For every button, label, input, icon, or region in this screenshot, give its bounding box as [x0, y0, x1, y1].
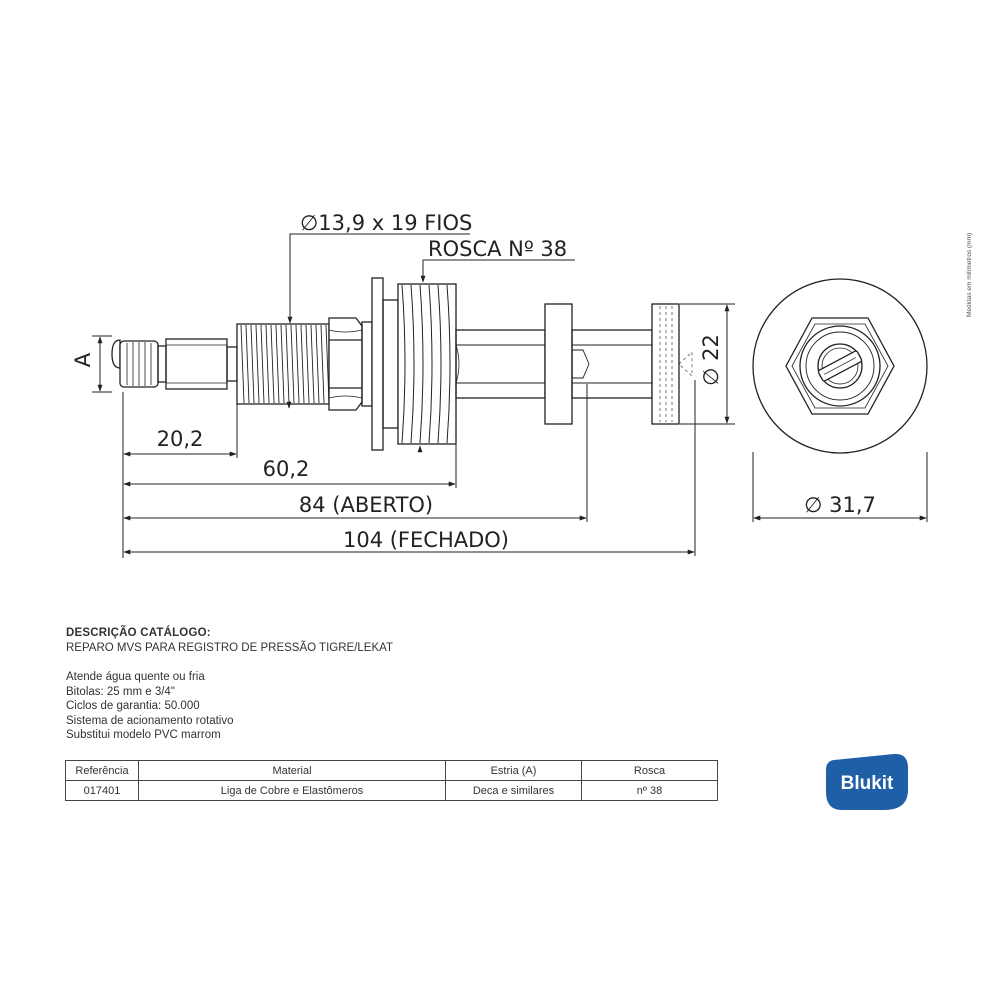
dim-60-2-label: 60,2: [263, 457, 310, 481]
end-view: [752, 278, 928, 454]
blukit-logo: Blukit: [826, 753, 908, 810]
spec-table: Referência Material Estria (A) Rosca 017…: [65, 760, 718, 801]
thread-crest: [428, 284, 433, 444]
table-row: 017401 Liga de Cobre e Elastômeros Deca …: [65, 780, 718, 801]
dim-31-7-label: ∅ 31,7: [804, 493, 876, 517]
thread-line: [275, 324, 280, 404]
header-rosca: Rosca: [581, 760, 718, 781]
dim-22-label: ∅ 22: [699, 334, 723, 386]
thread-line: [320, 324, 325, 404]
cell-referencia: 017401: [65, 780, 139, 801]
header-referencia: Referência: [65, 760, 139, 781]
description-features: Atende água quente ou fria Bitolas: 25 m…: [66, 670, 393, 743]
dimension-labels: ∅13,9 x 19 FIOS ROSCA Nº 38 A 20,2 60,2 …: [71, 211, 876, 552]
header-material: Material: [138, 760, 446, 781]
feature-line: Sistema de acionamento rotativo: [66, 714, 234, 727]
header-estria: Estria (A): [445, 760, 582, 781]
description-heading: DESCRIÇÃO CATÁLOGO:: [66, 627, 211, 639]
thread-line: [305, 324, 310, 404]
dim-20-2-label: 20,2: [157, 427, 204, 451]
cell-rosca: nº 38: [581, 780, 718, 801]
thread-crest: [410, 284, 415, 444]
side-view: [111, 277, 693, 451]
thread-callout-label: ∅13,9 x 19 FIOS: [300, 211, 472, 235]
thread-crest: [437, 284, 442, 444]
logo-text: Blukit: [841, 773, 894, 794]
dim-84-label: 84 (ABERTO): [299, 493, 433, 517]
cell-estria: Deca e similares: [445, 780, 582, 801]
thread-line: [315, 324, 320, 404]
thread-line: [300, 324, 305, 404]
feature-line: Ciclos de garantia: 50.000: [66, 700, 200, 712]
feature-line: Bitolas: 25 mm e 3/4": [66, 685, 175, 698]
feature-line: Atende água quente ou fria: [66, 671, 205, 683]
thread-line: [260, 324, 265, 404]
units-note-text: Medidas em milímetros (mm): [966, 232, 973, 317]
rosca-callout-label: ROSCA Nº 38: [428, 237, 567, 261]
thread-line: [240, 324, 245, 404]
cell-material: Liga de Cobre e Elastômeros: [138, 780, 446, 801]
table-header-row: Referência Material Estria (A) Rosca: [65, 760, 718, 781]
thread-line: [245, 324, 250, 404]
thread-crest: [401, 284, 406, 444]
thread-line: [310, 324, 315, 404]
thread-line: [270, 324, 275, 404]
spline-a-label: A: [71, 352, 95, 367]
feature-line: Substitui modelo PVC marrom: [66, 729, 221, 741]
units-note: Medidas em milímetros (mm): [966, 205, 978, 317]
thread-crest: [419, 284, 424, 444]
dim-104-label: 104 (FECHADO): [343, 528, 509, 552]
thread-line: [290, 324, 295, 404]
thread-line: [295, 324, 300, 404]
thread-line: [285, 324, 290, 404]
thread-crest: [446, 284, 451, 444]
thread-line: [255, 324, 260, 404]
thread-line: [265, 324, 270, 404]
thread-line: [280, 324, 285, 404]
thread-line: [250, 324, 255, 404]
catalog-description: DESCRIÇÃO CATÁLOGO: REPARO MVS PARA REGI…: [66, 626, 393, 743]
dimension-lines: [92, 233, 928, 558]
description-title: REPARO MVS PARA REGISTRO DE PRESSÃO TIGR…: [66, 641, 393, 654]
